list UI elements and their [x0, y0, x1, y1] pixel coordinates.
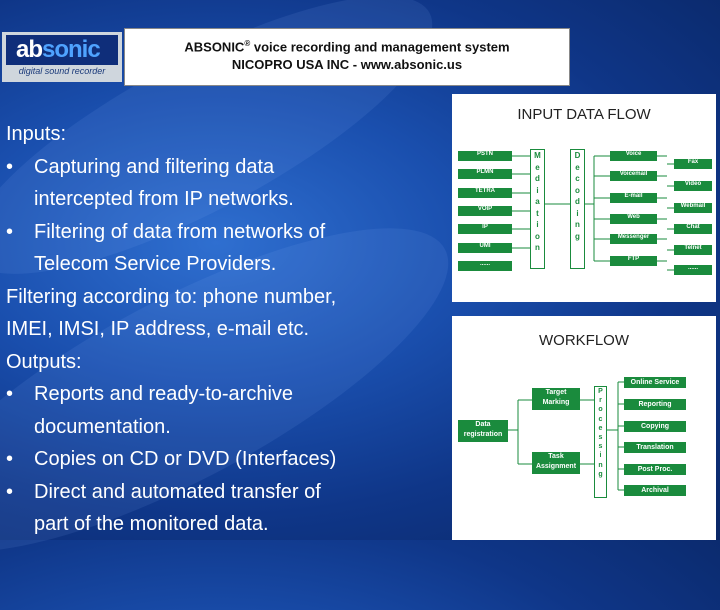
bullet-item: •Filtering of data from networks of [6, 220, 326, 243]
output-web: Web [610, 214, 657, 224]
bullet-item: •Copies on CD or DVD (Interfaces) [6, 448, 337, 470]
body-line: IMEI, IMSI, IP address, e-mail etc. [6, 318, 310, 340]
bullet-continuation: intercepted from IP networks. [34, 188, 294, 210]
step-reporting: Reporting [624, 399, 686, 410]
slide-subtitle: NICOPRO USA INC - www.absonic.us [231, 57, 463, 73]
bullet-continuation: documentation. [34, 415, 171, 438]
source-pstn: PSTN [458, 151, 512, 161]
output-webmail: Webmail [674, 203, 712, 213]
slide-title-box: ABSONIC® voice recording and management … [124, 28, 570, 86]
source-ip: IP [458, 224, 512, 234]
step-copying: Copying [624, 421, 686, 432]
output-chat: Chat [674, 224, 712, 234]
bullet-item: •Reports and ready-to-archive [6, 383, 294, 405]
bullet-continuation: Telecom Service Providers. [34, 253, 277, 275]
logo-tagline: digital sound recorder [18, 66, 106, 76]
source-umi: UMI [458, 243, 512, 253]
bullet-item: •Capturing and filtering data [6, 155, 275, 178]
output-voicemail: Voicemail [610, 171, 657, 181]
body-heading-outputs: Outputs: [6, 350, 82, 373]
workflow-diagram: WORKFLOW Data registration Target Markin… [452, 316, 716, 540]
slide-body: Inputs: •Capturing and filtering data in… [6, 118, 426, 541]
output-video: Video [674, 181, 712, 191]
slide-title: ABSONIC® voice recording and management … [184, 39, 510, 55]
logo-banner: absonic [6, 35, 118, 65]
bullet-continuation: part of the monitored data. [34, 513, 269, 535]
target-marking-box: Target Marking [532, 388, 580, 410]
step-online-service: Online Service [624, 377, 686, 388]
workflow-connectors [508, 381, 624, 491]
step-archival: Archival [624, 485, 686, 496]
output-telnet: Telnet [674, 245, 712, 255]
input-flow-connectors [512, 155, 674, 271]
step-post-proc: Post Proc. [624, 464, 686, 475]
logo-wordmark: absonic [16, 36, 101, 63]
step-translation: Translation [624, 442, 686, 453]
workflow-title: WORKFLOW [539, 332, 629, 349]
source-voip: VOIP [458, 206, 512, 216]
output-more: ...... [674, 265, 712, 275]
output-ftp: FTP [610, 256, 657, 266]
bullet-item: •Direct and automated transfer of [6, 480, 321, 503]
body-line: Filtering according to: phone number, [6, 285, 337, 308]
input-data-flow-title: INPUT DATA FLOW [517, 106, 651, 123]
output-email: E-mail [610, 193, 657, 203]
source-plmn: PLMN [458, 169, 512, 179]
output-fax: Fax [674, 159, 712, 169]
body-heading-inputs: Inputs: [6, 123, 67, 145]
data-registration-box: Data registration [458, 420, 508, 442]
source-tetra: TETRA [458, 188, 512, 198]
output-voice: Voice [610, 151, 657, 161]
task-assignment-box: Task Assignment [532, 452, 580, 474]
output-messenger: Messenger [610, 234, 657, 244]
input-data-flow-diagram: INPUT DATA FLOW PSTN PLMN TETRA VOIP IP … [452, 94, 716, 302]
absonic-logo: absonic digital sound recorder [2, 32, 122, 82]
source-more: ...... [458, 261, 512, 271]
